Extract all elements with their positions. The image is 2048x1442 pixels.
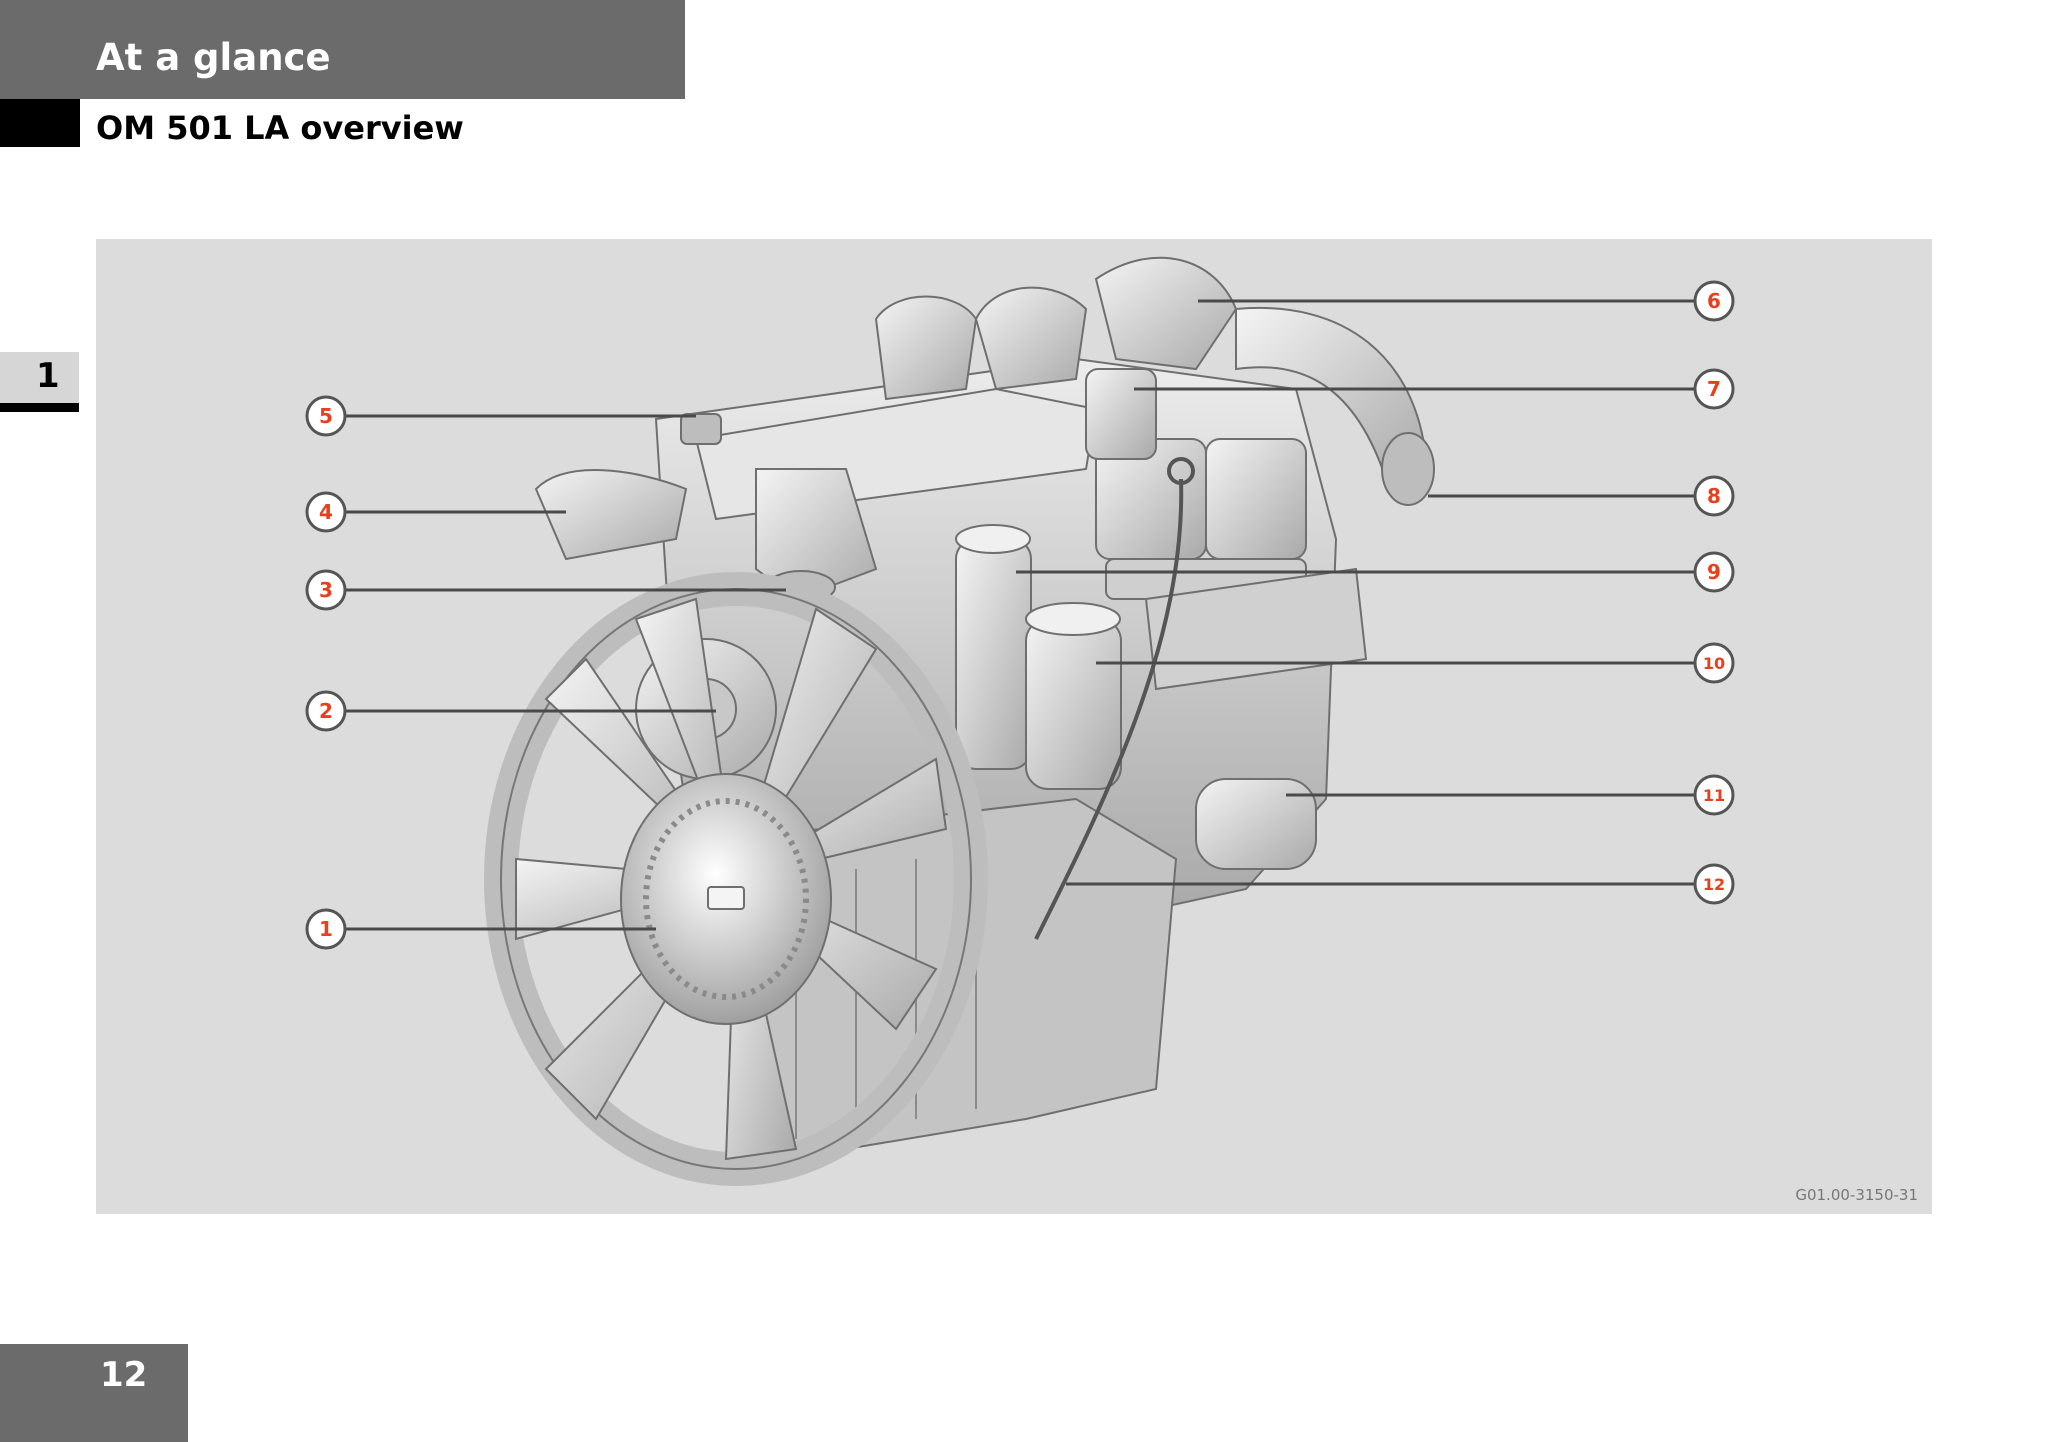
engine-figure: 5 4 3 2 1 6 7 8 9 10 11 12 G01.00-3150-3… (96, 239, 1932, 1214)
svg-text:12: 12 (1703, 875, 1725, 894)
leader-lines (346, 299, 1696, 931)
subtitle-marker (0, 99, 80, 147)
svg-text:6: 6 (1707, 289, 1721, 313)
callout-6: 6 (1693, 280, 1735, 322)
section-header-bar (0, 0, 685, 99)
callout-3: 3 (305, 569, 347, 611)
callout-4: 4 (305, 491, 347, 533)
figure-code: G01.00-3150-31 (1795, 1186, 1918, 1204)
chapter-tab-underline (0, 403, 79, 412)
callout-2: 2 (305, 690, 347, 732)
page-subtitle: OM 501 LA overview (96, 109, 464, 147)
page-number-tab (0, 1344, 188, 1442)
svg-text:1: 1 (319, 917, 333, 941)
callout-1: 1 (305, 908, 347, 950)
svg-text:10: 10 (1703, 654, 1725, 673)
callout-5: 5 (305, 395, 347, 437)
svg-text:3: 3 (319, 578, 333, 602)
engine-block (534, 256, 1435, 1161)
svg-text:4: 4 (319, 500, 333, 524)
callout-11: 11 (1693, 774, 1735, 816)
page-number: 12 (100, 1355, 148, 1395)
svg-text:11: 11 (1703, 786, 1725, 805)
svg-text:8: 8 (1707, 484, 1721, 508)
svg-text:7: 7 (1707, 377, 1721, 401)
svg-text:5: 5 (319, 404, 333, 428)
svg-text:9: 9 (1707, 560, 1721, 584)
chapter-tab (0, 352, 79, 409)
callout-7: 7 (1693, 368, 1735, 410)
fan (484, 572, 988, 1186)
engine-illustration: 5 4 3 2 1 6 7 8 9 10 11 12 (305, 256, 1735, 1186)
svg-text:2: 2 (319, 699, 333, 723)
callout-12: 12 (1693, 863, 1735, 905)
section-title: At a glance (96, 36, 331, 79)
callout-10: 10 (1693, 642, 1735, 684)
callout-8: 8 (1693, 475, 1735, 517)
callout-9: 9 (1693, 551, 1735, 593)
callouts: 5 4 3 2 1 6 7 8 9 10 11 12 (305, 280, 1735, 950)
chapter-number: 1 (36, 356, 60, 396)
